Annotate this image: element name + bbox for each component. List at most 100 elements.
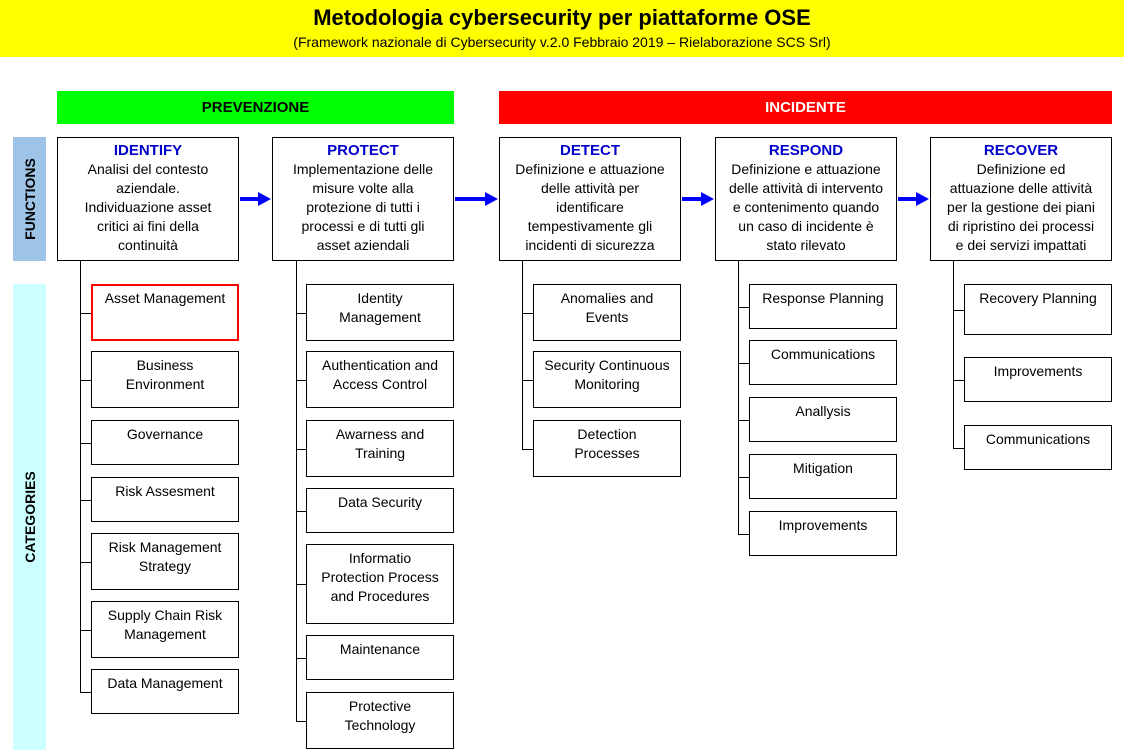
flow-arrow-head	[485, 192, 498, 206]
function-description-line: protezione di tutti i	[306, 199, 420, 215]
category-label-line: Risk Management	[108, 539, 222, 555]
function-description-line: continuità	[118, 237, 178, 253]
category-box-communications: Communications	[964, 425, 1112, 470]
function-description-line: per la gestione dei piani	[947, 199, 1095, 215]
category-box-response-planning: Response Planning	[749, 284, 897, 329]
category-label-line: Data Security	[337, 494, 423, 510]
category-connector-protect	[296, 261, 297, 721]
categories-side-label: CATEGORIES	[13, 284, 46, 750]
category-label-line: Identity	[357, 290, 403, 306]
function-description-line: delle attività per	[540, 180, 640, 196]
category-branch	[738, 533, 749, 535]
category-label-line: Communications	[985, 431, 1091, 447]
category-box-data-security: Data Security	[306, 488, 454, 533]
category-label-line: Events	[585, 309, 629, 325]
flow-arrow-head	[916, 192, 929, 206]
category-label-line: and Procedures	[330, 588, 430, 604]
category-branch	[296, 657, 306, 659]
category-label-line: Improvements	[993, 363, 1083, 379]
category-box-governance: Governance	[91, 420, 239, 465]
phase-prevenzione: PREVENZIONE	[57, 91, 454, 124]
category-label-line: Management	[124, 626, 206, 642]
function-description-line: incidenti di sicurezza	[525, 237, 655, 253]
category-label-line: Awarness and	[335, 426, 425, 442]
function-description-line: tempestivamente gli	[527, 218, 653, 234]
category-label-line: Processes	[574, 445, 640, 461]
category-branch	[522, 448, 533, 450]
function-name-detect: DETECT	[560, 142, 620, 159]
category-box-mitigation: Mitigation	[749, 454, 897, 499]
category-label-line: Anallysis	[795, 403, 851, 419]
function-name-identify: IDENTIFY	[113, 142, 183, 159]
category-label-line: Communications	[770, 346, 876, 362]
category-connector-respond	[738, 261, 739, 534]
category-label-line: Training	[354, 445, 406, 461]
category-box-data-management: Data Management	[91, 669, 239, 714]
category-box-improvements: Improvements	[749, 511, 897, 556]
function-description-line: Definizione ed	[976, 161, 1066, 177]
category-label-line: Maintenance	[339, 641, 421, 657]
category-label-line: Detection	[577, 426, 637, 442]
category-branch	[80, 691, 91, 693]
category-branch	[953, 447, 964, 449]
category-box-asset-management: Asset Management	[91, 284, 239, 341]
category-label-line: Response Planning	[762, 290, 884, 306]
category-label-line: Monitoring	[574, 376, 640, 392]
category-label-line: Data Management	[107, 675, 223, 691]
category-label-line: Recovery Planning	[979, 290, 1097, 306]
category-box-anallysis: Anallysis	[749, 397, 897, 442]
function-description-line: delle attività di intervento	[728, 180, 884, 196]
flow-arrow-head	[701, 192, 714, 206]
category-branch	[953, 309, 964, 311]
category-label-line: Protection Process	[321, 569, 439, 585]
category-box-improvements: Improvements	[964, 357, 1112, 402]
category-branch	[80, 379, 91, 381]
function-description-line: e dei servizi impattati	[955, 237, 1087, 253]
function-name-recover: RECOVER	[983, 142, 1059, 159]
category-label-line: Access Control	[332, 376, 428, 392]
function-description-line: di ripristino dei processi	[947, 218, 1095, 234]
category-label-line: Asset Management	[104, 290, 226, 306]
category-box-maintenance: Maintenance	[306, 635, 454, 680]
category-branch	[80, 442, 91, 444]
category-branch	[738, 419, 749, 421]
category-branch	[296, 379, 306, 381]
function-description-line: un caso di incidente è	[738, 218, 874, 234]
function-description-line: stato rilevato	[766, 237, 846, 253]
diagram-title: Metodologia cybersecurity per piattaform…	[313, 5, 811, 30]
category-box-communications: Communications	[749, 340, 897, 385]
category-label-line: Risk Assesment	[115, 483, 215, 499]
function-description-line: Definizione e attuazione	[515, 161, 665, 177]
category-label-line: Authentication and	[322, 357, 438, 373]
category-label-line: Strategy	[138, 558, 192, 574]
category-branch	[80, 312, 91, 314]
title-banner: Metodologia cybersecurity per piattaform…	[0, 0, 1124, 57]
category-branch	[80, 499, 91, 501]
category-branch	[296, 584, 306, 585]
function-description-line: critici ai fini della	[97, 218, 199, 234]
category-label-line: Mitigation	[793, 460, 853, 476]
category-label-line: Governance	[126, 426, 204, 442]
diagram-subtitle: (Framework nazionale di Cybersecurity v.…	[293, 34, 831, 50]
category-branch	[738, 362, 749, 364]
category-label-line: Technology	[344, 717, 416, 733]
function-description-detect: Definizione e attuazione delle attività p…	[500, 160, 680, 255]
category-box-risk-assesment: Risk Assesment	[91, 477, 239, 522]
phase-incidente: INCIDENTE	[499, 91, 1112, 124]
